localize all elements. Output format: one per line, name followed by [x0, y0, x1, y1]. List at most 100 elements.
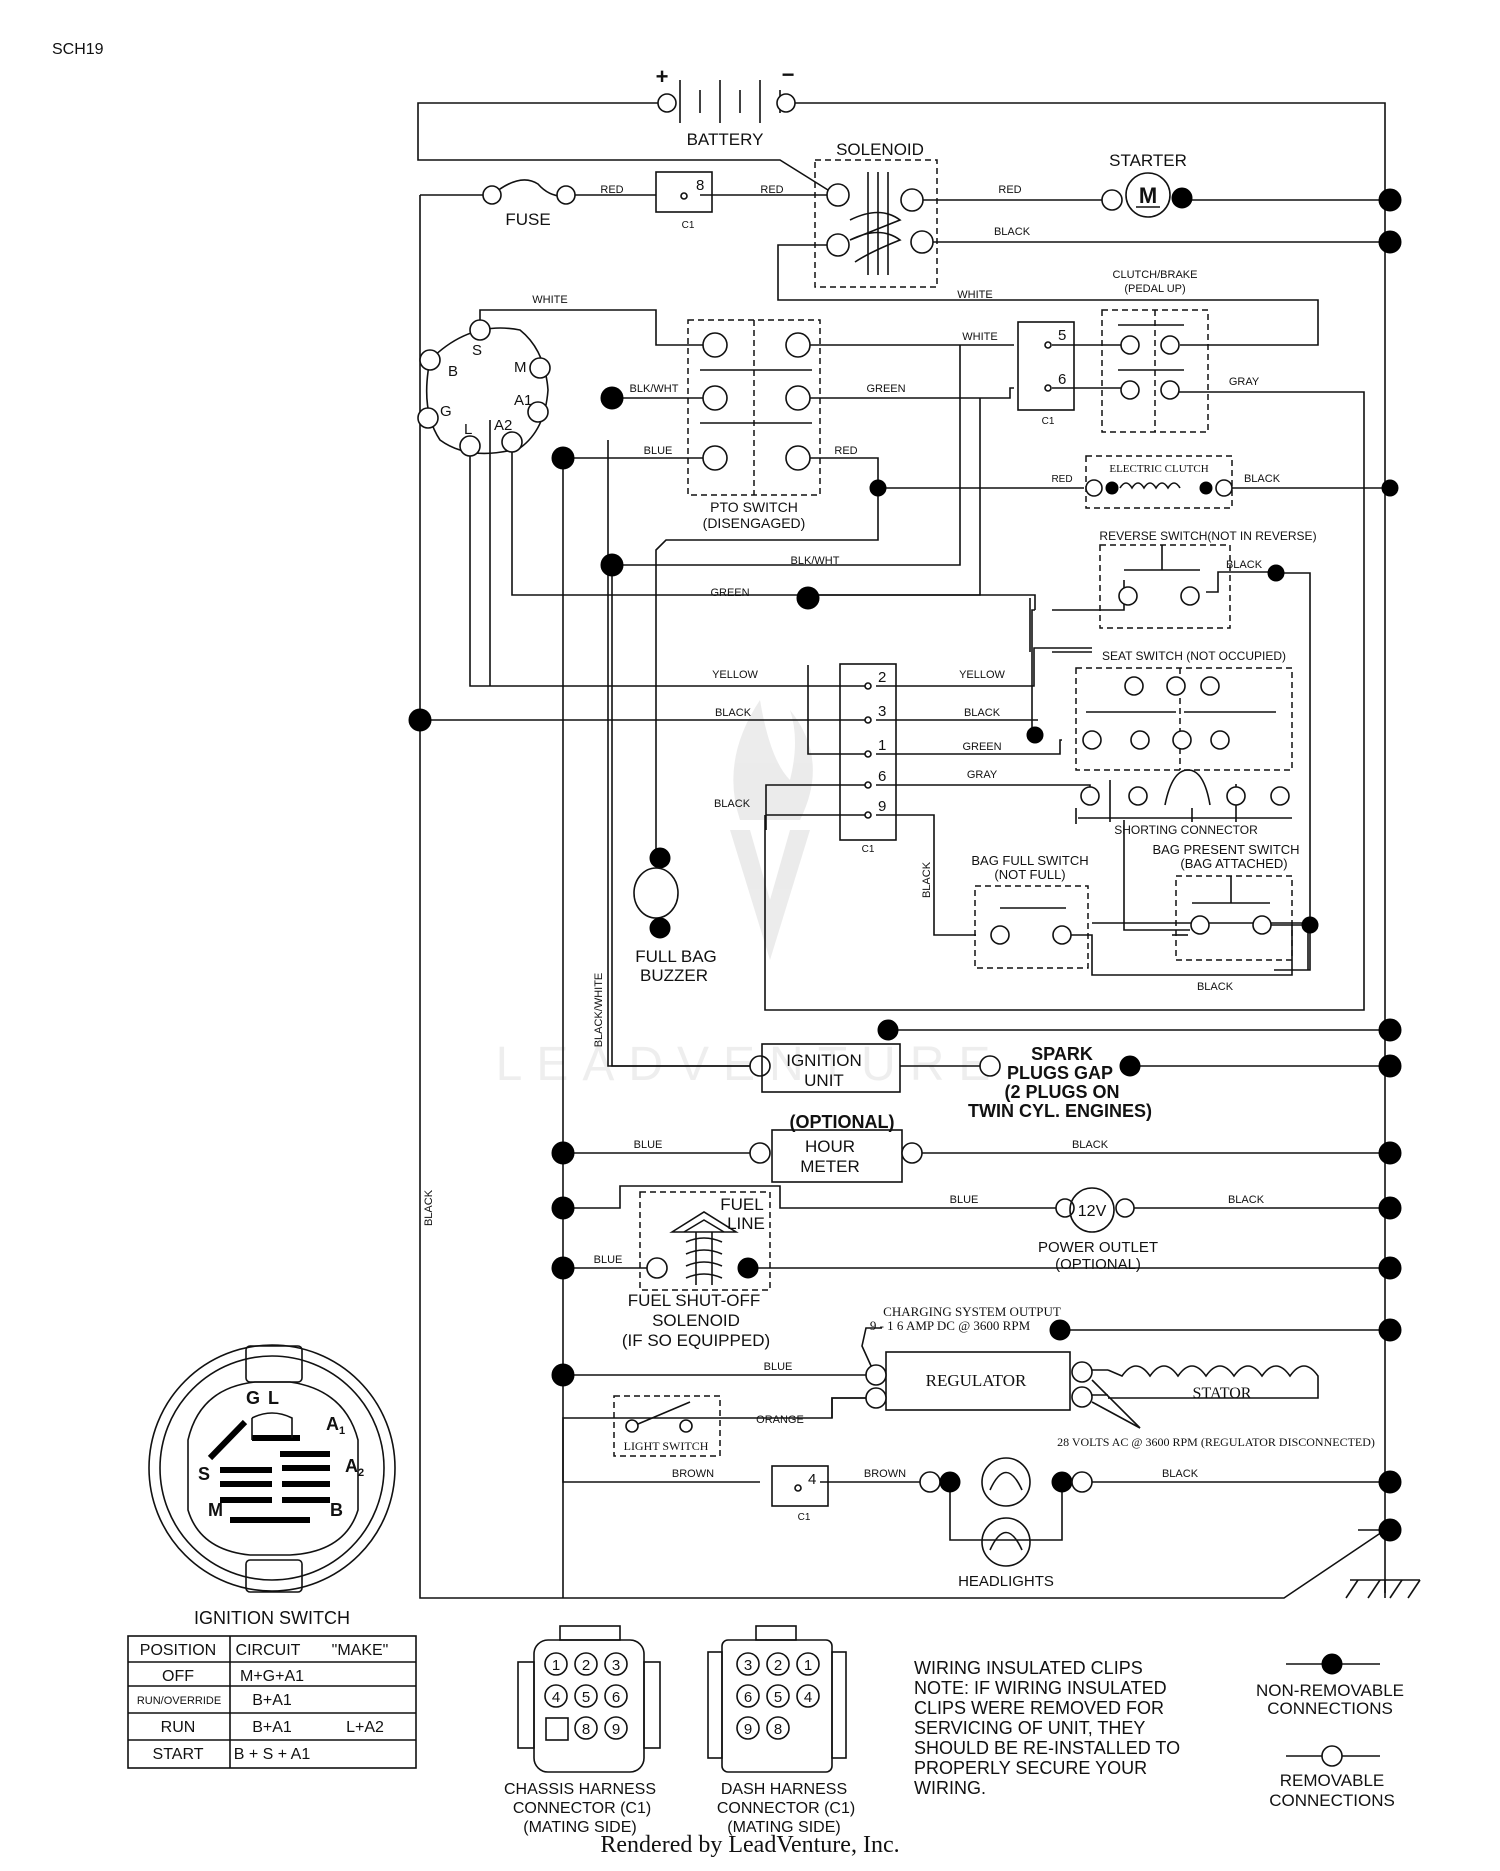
ignition-unit-label-2: UNIT: [804, 1071, 844, 1090]
svg-text:STATOR: STATOR: [1193, 1385, 1252, 1402]
clutch-brake-state: (PEDAL UP): [1124, 283, 1185, 295]
battery: + − BATTERY: [656, 62, 796, 149]
svg-text:L: L: [464, 421, 472, 438]
wiring-note: WIRING INSULATED CLIPS NOTE: IF WIRING I…: [914, 1658, 1180, 1798]
wire-blue-label: BLUE: [594, 1254, 623, 1266]
bag-full-switch-state: (NOT FULL): [994, 867, 1065, 882]
wire-yellow-label: YELLOW: [959, 669, 1005, 681]
svg-text:S: S: [198, 1464, 210, 1484]
svg-text:(MATING SIDE): (MATING SIDE): [727, 1819, 840, 1836]
svg-text:12V: 12V: [1078, 1203, 1107, 1220]
ignition-switch-title: IGNITION SWITCH: [194, 1608, 350, 1628]
svg-text:5: 5: [1058, 327, 1066, 344]
wire-black-label: BLACK: [1226, 559, 1263, 571]
wire-black-label: BLACK: [1197, 981, 1234, 993]
svg-text:CHASSIS HARNESS: CHASSIS HARNESS: [504, 1781, 656, 1798]
svg-text:B: B: [448, 363, 458, 380]
svg-text:C1: C1: [1042, 416, 1055, 427]
clutch-brake-switch: CLUTCH/BRAKE (PEDAL UP): [1101, 269, 1209, 433]
table-cell: RUN: [161, 1719, 196, 1736]
svg-text:(OPTIONAL): (OPTIONAL): [1055, 1256, 1141, 1273]
light-switch: LIGHT SWITCH: [613, 1395, 721, 1457]
svg-text:SPARK: SPARK: [1031, 1044, 1093, 1064]
wire-black-label: BLACK: [1072, 1139, 1109, 1151]
svg-text:WIRING.: WIRING.: [914, 1778, 986, 1798]
ignition-switch-face: G L A 1 S A 2 M B: [148, 1344, 396, 1593]
table-header-position: POSITION: [140, 1642, 216, 1659]
connector-c1-pin4: 4 C1: [771, 1465, 829, 1523]
svg-text:1: 1: [552, 1657, 560, 1674]
legend-removable-1: REMOVABLE: [1280, 1771, 1385, 1790]
svg-text:8: 8: [774, 1721, 782, 1738]
reverse-switch: REVERSE SWITCH(NOT IN REVERSE): [1099, 529, 1317, 629]
wire-black-label: BLACK: [921, 861, 933, 898]
svg-text:WIRING INSULATED CLIPS: WIRING INSULATED CLIPS: [914, 1658, 1143, 1678]
wire-red-label: RED: [600, 184, 623, 196]
table-header-circuit: CIRCUIT: [236, 1642, 301, 1659]
svg-text:CLIPS WERE REMOVED FOR: CLIPS WERE REMOVED FOR: [914, 1698, 1164, 1718]
wire-black-label: BLACK: [714, 798, 751, 810]
table-cell: B+A1: [252, 1692, 292, 1709]
wire-blkwht-label: BLK/WHT: [791, 555, 840, 567]
wire-blue-label: BLUE: [644, 445, 673, 457]
fuse: FUSE: [482, 185, 576, 229]
wire-blue-label: BLUE: [950, 1194, 979, 1206]
connector-c1-pin8: 8 C1: [655, 171, 713, 231]
table-header-make: "MAKE": [332, 1642, 389, 1659]
svg-text:LINE: LINE: [727, 1214, 765, 1233]
seat-switch: SEAT SWITCH (NOT OCCUPIED): [1075, 649, 1293, 771]
starter-m-label: M: [1139, 183, 1157, 208]
svg-text:METER: METER: [800, 1157, 860, 1176]
svg-text:A: A: [326, 1414, 339, 1434]
pto-switch: PTO SWITCH (DISENGAGED): [687, 319, 821, 531]
svg-text:2: 2: [358, 1467, 364, 1479]
wire-white-label: WHITE: [957, 289, 992, 301]
svg-text:2: 2: [774, 1657, 782, 1674]
headlights: HEADLIGHTS: [919, 1457, 1093, 1590]
power-outlet: 12V POWER OUTLET (OPTIONAL): [1038, 1187, 1158, 1273]
svg-text:3: 3: [878, 703, 886, 720]
svg-text:9: 9: [744, 1721, 752, 1738]
svg-text:A: A: [345, 1456, 358, 1476]
wire-green-label: GREEN: [710, 587, 749, 599]
bag-present-switch-state: (BAG ATTACHED): [1180, 856, 1287, 871]
svg-text:CHARGING SYSTEM OUTPUT: CHARGING SYSTEM OUTPUT: [883, 1304, 1061, 1319]
svg-text:5: 5: [582, 1689, 590, 1706]
svg-text:SOLENOID: SOLENOID: [652, 1311, 740, 1330]
watermark-text: LEADVENTURE: [496, 1038, 1005, 1091]
wire-gray-label: GRAY: [1229, 376, 1260, 388]
wire-white-label: WHITE: [532, 294, 567, 306]
svg-text:28 VOLTS AC @ 3600 RPM (REGULA: 28 VOLTS AC @ 3600 RPM (REGULATOR DISCON…: [1057, 1435, 1375, 1449]
svg-text:9: 9: [878, 798, 886, 815]
svg-text:G: G: [440, 403, 452, 420]
svg-text:2: 2: [878, 669, 886, 686]
buzzer-label-1: FULL BAG: [635, 947, 717, 966]
ignition-unit-label-1: IGNITION: [786, 1051, 862, 1070]
svg-text:6: 6: [878, 768, 886, 785]
hour-meter: (OPTIONAL) HOUR METER: [749, 1112, 923, 1183]
svg-text:NOTE: IF WIRING INSULATED: NOTE: IF WIRING INSULATED: [914, 1678, 1167, 1698]
svg-text:HEADLIGHTS: HEADLIGHTS: [958, 1573, 1054, 1590]
svg-text:CONNECTOR (C1): CONNECTOR (C1): [513, 1800, 651, 1817]
ignition-unit: IGNITION UNIT: [749, 1019, 1001, 1093]
wire-blue-label: BLUE: [764, 1361, 793, 1373]
pto-switch-label: PTO SWITCH: [710, 499, 798, 515]
bag-present-switch-label: BAG PRESENT SWITCH: [1152, 842, 1299, 857]
page-code: SCH19: [52, 41, 104, 58]
ignition-switch-schematic: B S M G A1 L A2: [417, 319, 551, 457]
svg-text:4: 4: [552, 1689, 560, 1706]
full-bag-buzzer: FULL BAG BUZZER: [633, 847, 717, 985]
starter: M STARTER: [1101, 151, 1193, 218]
wire-yellow-label: YELLOW: [712, 669, 758, 681]
starter-label: STARTER: [1109, 151, 1187, 170]
wire-red-label: RED: [998, 184, 1021, 196]
stator: STATOR 28 VOLTS AC @ 3600 RPM (REGULATOR…: [1057, 1365, 1375, 1449]
wire-black-white-label: BLACK/WHITE: [593, 973, 605, 1048]
svg-text:POWER OUTLET: POWER OUTLET: [1038, 1239, 1158, 1256]
connector-c1-pins-5-6: 5 6 C1: [1017, 321, 1075, 427]
svg-text:1: 1: [804, 1657, 812, 1674]
svg-text:6: 6: [1058, 371, 1066, 388]
svg-text:A2: A2: [494, 417, 512, 434]
non-removable-connections: [408, 188, 1402, 1542]
